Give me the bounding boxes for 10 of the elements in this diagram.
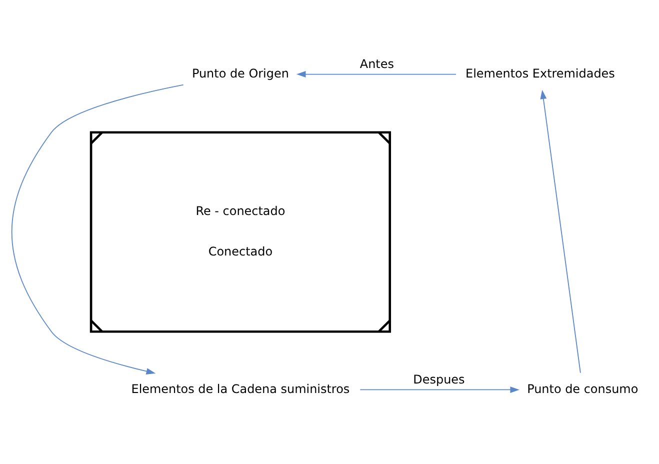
node-text: Elementos de la Cadena suministros — [131, 382, 350, 396]
arrow — [360, 386, 520, 393]
node-text: Punto de Origen — [192, 66, 289, 80]
edge-label: Despues — [413, 372, 465, 387]
arrow — [11, 84, 184, 374]
edge-label: Antes — [360, 57, 394, 72]
node-text: Punto de consumo — [527, 382, 638, 396]
node-text: Elementos Extremidades — [466, 66, 615, 80]
arrow — [540, 90, 581, 374]
arrow — [296, 71, 456, 78]
